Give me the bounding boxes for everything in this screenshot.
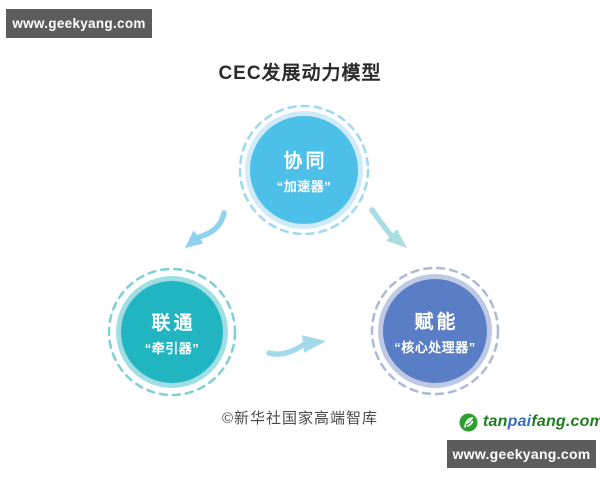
solid-circle bbox=[383, 279, 487, 383]
node-keyword: 赋能 bbox=[414, 311, 459, 333]
node-role-label: “核心处理器” bbox=[394, 339, 476, 355]
chevron-down-icon bbox=[107, 267, 123, 275]
node-keyword: 协同 bbox=[283, 150, 328, 172]
curved-arrow-top-to-left-icon bbox=[185, 210, 227, 248]
node-xietong-text: 协同 “加速器” bbox=[238, 104, 370, 236]
watermark-text: www.geekyang.com bbox=[12, 16, 146, 31]
tanpaifang-logo-text: tanpaifang.com bbox=[483, 413, 600, 431]
dashed-ring bbox=[238, 104, 370, 236]
copyright-text: ©新华社国家高端智库 bbox=[221, 410, 379, 427]
node-funeng: 赋能 “核心处理器” bbox=[370, 266, 500, 396]
dashed-ring bbox=[107, 267, 237, 397]
chevron-down-icon bbox=[238, 104, 254, 112]
curved-arrow-left-to-right-icon bbox=[266, 335, 326, 357]
solid-circle bbox=[250, 116, 358, 224]
node-xietong-circles bbox=[238, 104, 370, 236]
logo-part-fang: fang.com bbox=[531, 413, 600, 430]
node-liantong-circles bbox=[107, 267, 237, 397]
logo-part-pai: pai bbox=[507, 413, 532, 430]
node-xietong: 协同 “加速器” bbox=[238, 104, 370, 236]
dashed-ring bbox=[370, 266, 500, 396]
chevron-down-icon bbox=[370, 266, 386, 274]
page-title: CEC发展动力模型 bbox=[218, 63, 382, 84]
node-role-label: “牵引器” bbox=[144, 340, 200, 356]
watermark-top-left: www.geekyang.com bbox=[6, 9, 152, 38]
tanpaifang-leaf-icon bbox=[459, 413, 478, 431]
tanpaifang-logo: tanpaifang.com bbox=[459, 410, 600, 434]
node-liantong-text: 联通 “牵引器” bbox=[107, 267, 237, 397]
node-liantong: 联通 “牵引器” bbox=[107, 267, 237, 397]
node-keyword: 联通 bbox=[151, 312, 196, 334]
node-funeng-circles bbox=[370, 266, 500, 396]
watermark-bottom-right: www.geekyang.com bbox=[447, 440, 596, 468]
logo-part-tan: tan bbox=[483, 413, 508, 430]
solid-circle bbox=[121, 281, 223, 383]
curved-arrow-top-to-right-icon bbox=[369, 207, 407, 248]
watermark-text: www.geekyang.com bbox=[452, 446, 591, 462]
node-role-label: “加速器” bbox=[276, 178, 332, 194]
node-funeng-text: 赋能 “核心处理器” bbox=[370, 266, 500, 396]
